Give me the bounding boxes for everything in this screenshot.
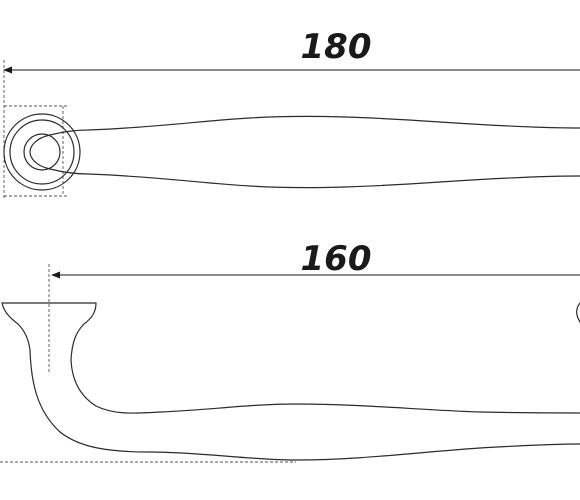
top-dimension-arrow bbox=[3, 66, 12, 74]
side-handle-outer-edge bbox=[29, 349, 580, 461]
side-dimension-line bbox=[51, 271, 580, 279]
side-view: 160 bbox=[0, 239, 580, 463]
side-extension-lines bbox=[0, 264, 296, 463]
top-dimension-line bbox=[3, 66, 580, 74]
top-view: 180 bbox=[3, 27, 580, 198]
side-left-flange bbox=[1, 302, 97, 361]
top-handle-grip bbox=[49, 115, 580, 189]
top-handle-cap bbox=[29, 134, 51, 170]
top-extension-lines bbox=[3, 60, 68, 198]
side-right-flange bbox=[576, 302, 580, 323]
side-dimension-label: 160 bbox=[301, 239, 372, 279]
side-handle-inner-edge bbox=[70, 359, 580, 414]
side-dimension-arrow bbox=[51, 271, 60, 279]
top-dimension-label: 180 bbox=[301, 27, 372, 67]
top-mounting-rosette bbox=[3, 113, 81, 191]
